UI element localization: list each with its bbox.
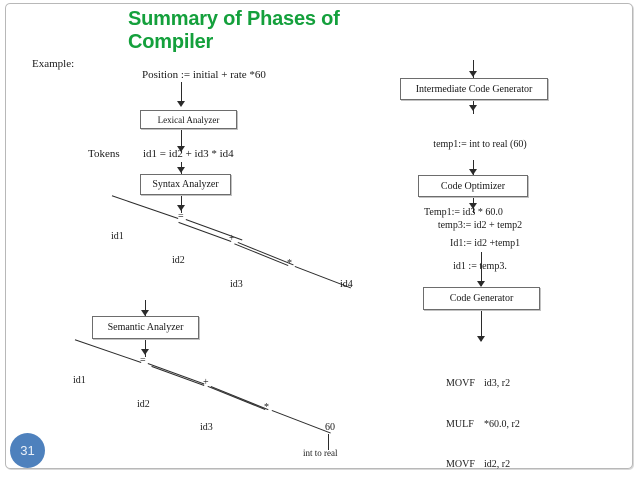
arrow-head-syntax-to-tree1 <box>177 205 185 211</box>
arrow-head-icg-to-code <box>469 105 477 111</box>
arrow-head-code-to-optimizer <box>469 169 477 175</box>
page-title: Summary of Phases of Compiler <box>128 8 340 53</box>
arrow-head-semantic-to-tree2 <box>141 349 149 355</box>
syntax-tree-leaf-id1: id1 <box>111 231 124 242</box>
optimized-code-line-1: Temp1:= id3 * 60.0 <box>424 207 503 218</box>
intermediate-code-line: id1 := temp3. <box>453 260 507 272</box>
arrow-head-optimizer-to-opt-code <box>469 203 477 209</box>
semantic-tree-leaf-id1: id1 <box>73 375 86 386</box>
intermediate-code-line: temp3:= id2 + temp2 <box>437 220 523 231</box>
target-code-args: *60.0, r2 <box>484 418 520 430</box>
semantic-tree-leaf-60: 60 <box>325 422 335 433</box>
arrow-line-lexical-to-tokens <box>181 130 182 148</box>
code-generator-box[interactable]: Code Generator <box>423 287 540 310</box>
optimized-code-line-2: Id1:= id2 +temp1 <box>450 238 521 249</box>
slide-border-frame <box>5 3 633 469</box>
semantic-tree-edge-60-to-conversion <box>328 434 329 450</box>
target-code-args: id3, r2 <box>484 378 511 389</box>
target-code-op: MOVF <box>446 378 475 389</box>
intermediate-code-generator-box[interactable]: Intermediate Code Generator <box>400 78 548 100</box>
semantic-tree-leaf-id3: id3 <box>200 422 213 433</box>
target-code-row: MOVF id2, r2 <box>446 458 520 472</box>
arrow-line-source-to-lexical <box>181 82 182 103</box>
arrow-line-opt-code-to-codegen <box>481 252 482 286</box>
syntax-tree-node-plus: + <box>229 233 235 244</box>
semantic-tree-root-equals: = <box>140 355 146 366</box>
arrow-head-codegen-to-target <box>477 336 485 342</box>
syntax-tree-leaf-id4: id4 <box>340 279 353 290</box>
syntax-tree-leaf-id3: id3 <box>230 279 243 290</box>
syntax-tree-leaf-id2: id2 <box>172 255 185 266</box>
semantic-tree-node-plus: + <box>203 377 209 388</box>
arrow-head-source-to-lexical <box>177 101 185 107</box>
arrow-line-codegen-to-target <box>481 311 482 341</box>
intermediate-code-listing: temp1:= int to real (60) temp2:= id3 * t… <box>425 111 535 300</box>
arrow-line-code-to-optimizer <box>473 160 474 176</box>
semantic-tree-node-star: * <box>264 402 269 413</box>
arrow-head-tokens-to-syntax <box>177 167 185 173</box>
page-number-badge: 31 <box>10 433 45 468</box>
arrow-head-opt-code-to-codegen <box>477 281 485 287</box>
syntax-tree-node-star: * <box>287 258 292 269</box>
source-expression-text: Position := initial + rate *60 <box>142 69 266 81</box>
intermediate-code-line: temp1:= int to real (60) <box>433 139 527 150</box>
syntax-analyzer-box[interactable]: Syntax Analyzer <box>140 174 231 195</box>
target-code-args: id2, r2 <box>484 459 511 470</box>
arrow-line-tree1-to-semantic <box>145 300 146 316</box>
arrow-head-tree1-to-semantic <box>141 310 149 316</box>
code-optimizer-box[interactable]: Code Optimizer <box>418 175 528 197</box>
target-code-row: MULF *60.0, r2 <box>446 418 520 432</box>
arrow-line-into-icg <box>473 60 474 78</box>
semantic-tree-leaf-id2: id2 <box>137 399 150 410</box>
semantic-analyzer-box[interactable]: Semantic Analyzer <box>92 316 199 339</box>
example-label: Example: <box>32 58 75 70</box>
lexical-analyzer-box[interactable]: Lexical Analyzer <box>140 110 237 129</box>
tokens-label: Tokens <box>88 148 120 160</box>
target-code-row: MOVF id3, r2 <box>446 377 520 391</box>
target-code-op: MULF <box>446 418 474 430</box>
target-code-op: MOVF <box>446 459 475 470</box>
arrow-head-lexical-to-tokens <box>177 146 185 152</box>
semantic-tree-conversion-label: int to real <box>303 448 338 458</box>
arrow-line-semantic-to-tree2 <box>145 340 146 357</box>
token-stream-text: id1 = id2 + id3 * id4 <box>143 148 234 160</box>
arrow-line-syntax-to-tree1 <box>181 196 182 213</box>
arrow-head-into-icg <box>469 71 477 77</box>
syntax-tree-root-equals: = <box>178 211 184 222</box>
